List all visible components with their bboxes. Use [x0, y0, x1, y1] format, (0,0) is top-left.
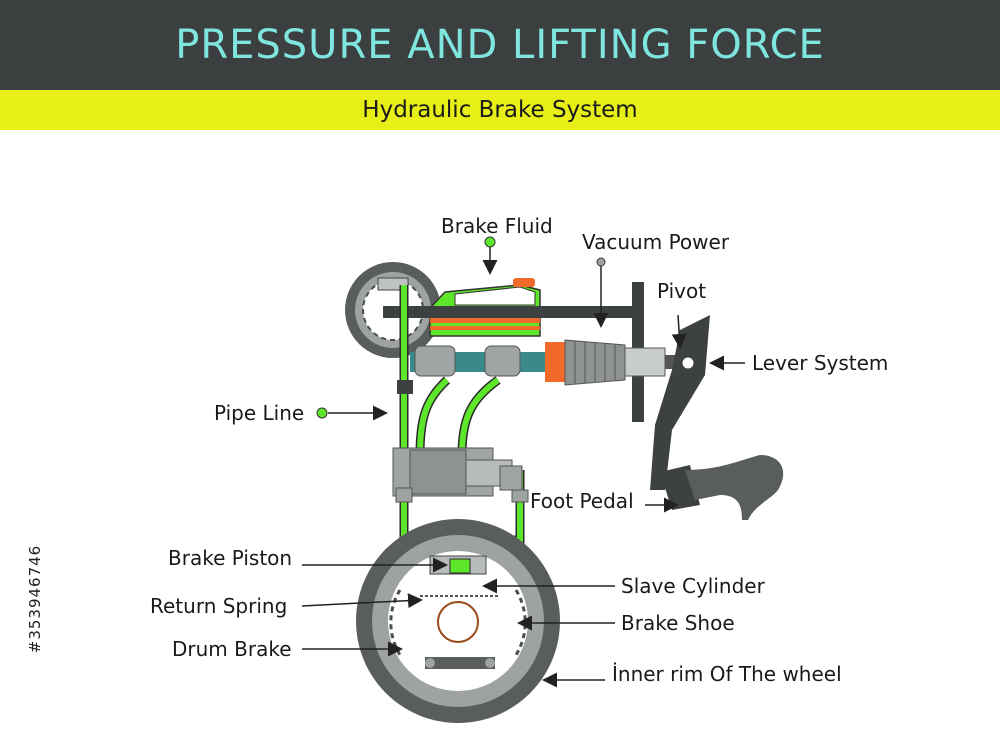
header-banner: PRESSURE AND LIFTING FORCE [0, 0, 1000, 90]
stock-id: #353946746 [26, 544, 44, 654]
label-brake-piston: Brake Piston [168, 546, 293, 570]
vacuum-booster [410, 339, 685, 386]
distribution-block [392, 447, 529, 503]
subheader-bar: Hydraulic Brake System [0, 90, 1000, 130]
annotation-arrows [301, 246, 745, 688]
label-inner-rim: İnner rim Of The wheel [612, 662, 842, 686]
page-subtitle: Hydraulic Brake System [362, 97, 638, 123]
label-lever-system: Lever System [752, 351, 889, 375]
label-slave-cylinder: Slave Cylinder [621, 574, 765, 598]
label-pivot: Pivot [657, 279, 707, 303]
main-drum-brake [356, 519, 560, 723]
label-brake-fluid: Brake Fluid [441, 214, 553, 238]
label-return-spring: Return Spring [150, 594, 288, 618]
label-foot-pedal: Foot Pedal [530, 489, 634, 513]
frame-bar [383, 306, 638, 318]
label-pipe-line: Pipe Line [214, 401, 305, 425]
label-drum-brake: Drum Brake [172, 637, 292, 661]
label-vacuum-power: Vacuum Power [582, 230, 730, 254]
page-title: PRESSURE AND LIFTING FORCE [175, 22, 825, 68]
label-brake-shoe: Brake Shoe [621, 611, 735, 635]
foot-pedal [650, 315, 784, 520]
